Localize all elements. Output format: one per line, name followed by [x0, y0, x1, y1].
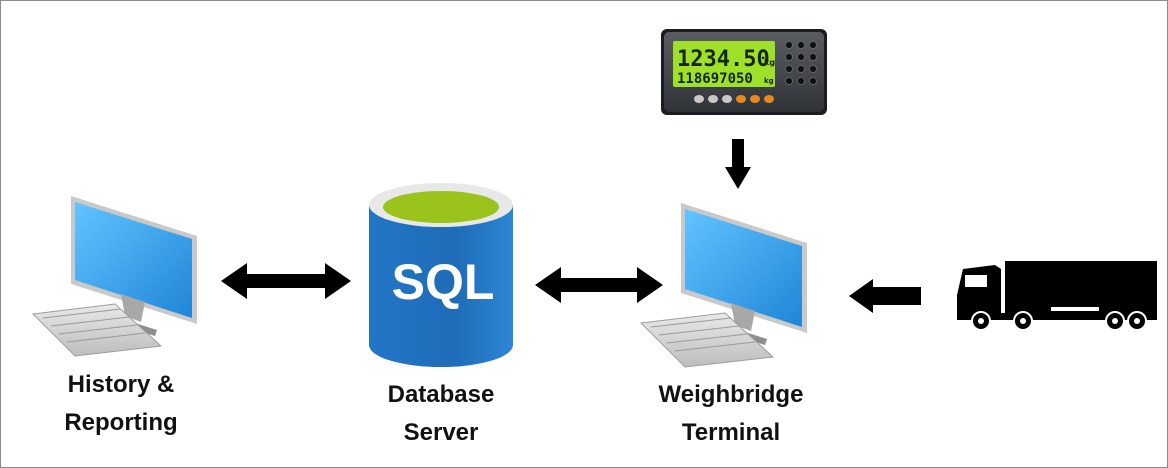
- computer-icon-terminal: [639, 203, 807, 368]
- indicator-display-top-unit: kg: [764, 58, 775, 67]
- indicator-display-top: 1234.50: [677, 47, 770, 72]
- down-arrow-indicator-terminal: [725, 139, 751, 189]
- database-label-line1: Database: [387, 381, 495, 408]
- history-label-line2: Reporting: [64, 409, 178, 436]
- bidirectional-arrow-history-database: [221, 263, 351, 299]
- truck-icon: [957, 261, 1157, 331]
- database-server-label: Database Server: [341, 376, 541, 452]
- database-label-line2: Server: [403, 419, 479, 446]
- history-label-line1: History &: [67, 371, 175, 398]
- weighbridge-terminal-label: Weighbridge Terminal: [621, 376, 841, 452]
- left-arrow-truck-terminal: [849, 279, 921, 313]
- terminal-label-line1: Weighbridge: [658, 381, 804, 408]
- bidirectional-arrow-database-terminal: [535, 267, 663, 303]
- indicator-display-bottom-unit: kg: [764, 77, 774, 85]
- sql-database-icon: SQL: [369, 183, 513, 367]
- indicator-display-bottom: 118697050: [677, 71, 753, 87]
- terminal-label-line2: Terminal: [681, 419, 781, 446]
- computer-icon-history: [31, 196, 197, 357]
- sql-logo-text: SQL: [392, 254, 495, 310]
- history-reporting-label: History & Reporting: [21, 366, 221, 442]
- weighing-indicator-icon: 1234.50 kg 118697050 kg: [661, 29, 827, 115]
